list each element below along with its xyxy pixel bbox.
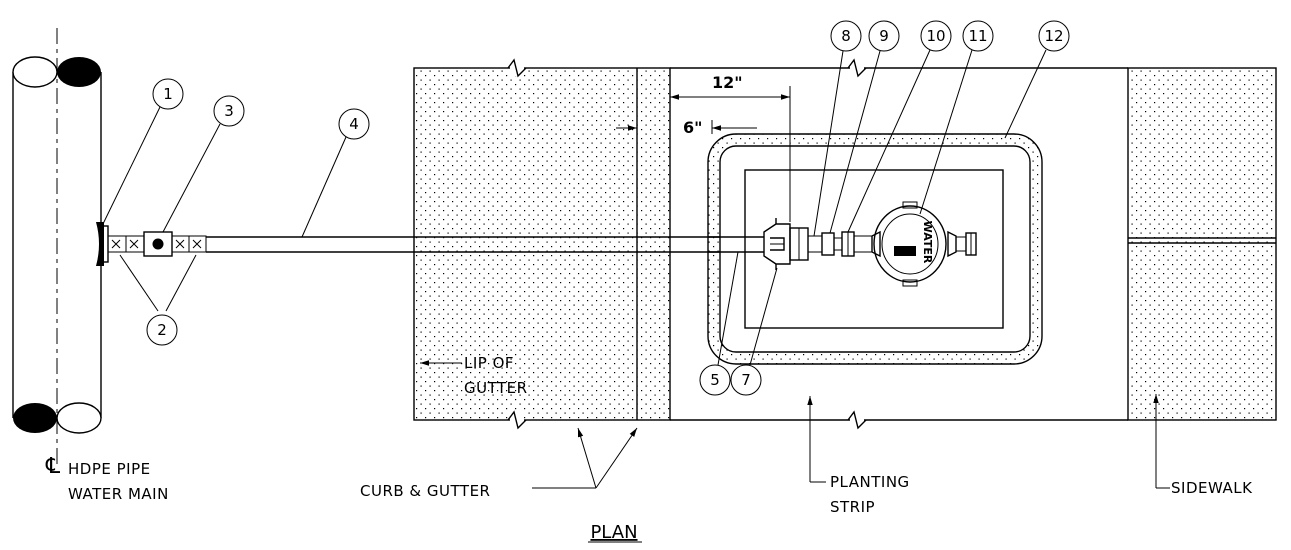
meter-box: [707, 133, 1043, 365]
planting-label-line1: PLANTING: [830, 473, 910, 491]
meter-assembly: WATER: [763, 201, 977, 287]
callout-9: 9: [879, 27, 889, 45]
water-main-pipe: [12, 28, 102, 465]
plan-title: PLAN: [590, 522, 637, 543]
lip-label-line1: LIP OF: [464, 354, 514, 372]
sidewalk: [1127, 67, 1277, 421]
sidewalk-label: SIDEWALK: [1171, 479, 1253, 497]
dim-6-label: 6": [683, 118, 702, 137]
planting-strip: [670, 67, 1128, 421]
curb-and-gutter: [413, 67, 671, 421]
planting-label-line2: STRIP: [830, 498, 875, 516]
break-symbols: [507, 58, 867, 430]
callout-3: 3: [224, 102, 234, 120]
callout-10: 10: [926, 27, 945, 45]
box-pipe: [708, 236, 764, 253]
callout-12: 12: [1044, 27, 1063, 45]
callout-2: 2: [157, 321, 167, 339]
curb-label: CURB & GUTTER: [360, 482, 490, 500]
callout-5: 5: [710, 371, 720, 389]
meter-text: WATER: [921, 221, 934, 264]
callout-8: 8: [841, 27, 851, 45]
main-label-line1: HDPE PIPE: [68, 460, 151, 478]
lip-label-line2: GUTTER: [464, 379, 528, 397]
centerline-symbol: ℄: [45, 454, 61, 479]
labels: ℄ HDPE PIPE WATER MAIN LIP OF GUTTER CUR…: [45, 354, 1253, 543]
callout-11: 11: [968, 27, 987, 45]
dimension-6in: 6": [616, 118, 757, 137]
callout-1: 1: [163, 85, 173, 103]
dim-12-label: 12": [712, 73, 743, 92]
water-meter: WATER: [871, 201, 957, 287]
callout-7: 7: [741, 371, 751, 389]
dimension-12in: 12": [670, 73, 791, 222]
main-label-line2: WATER MAIN: [68, 485, 169, 503]
callout-4: 4: [349, 115, 359, 133]
callouts: 1 2 3 4 5 7 8 9 10 11: [101, 20, 1070, 396]
